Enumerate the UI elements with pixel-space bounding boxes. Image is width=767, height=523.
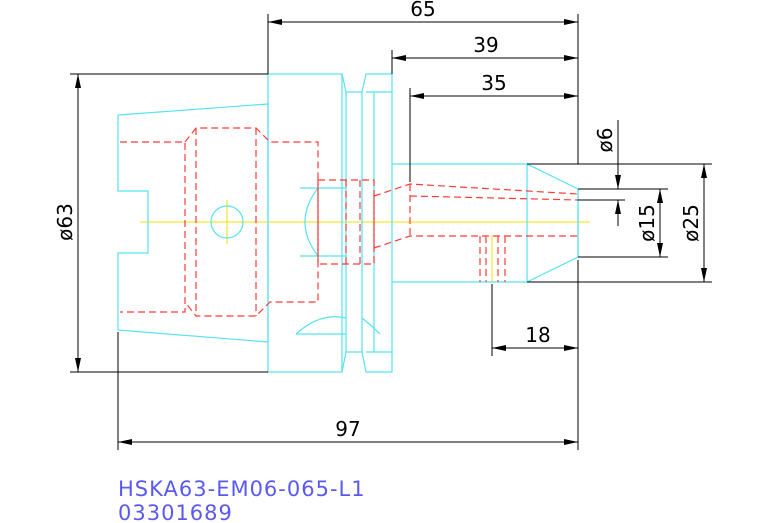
dimension-18-label: 18 <box>525 323 550 347</box>
dimension-39-label: 39 <box>473 33 498 57</box>
dimension-dia-63: ø63 <box>53 73 268 373</box>
dimension-dia-6-label: ø6 <box>593 128 617 153</box>
center-lines <box>140 200 590 282</box>
dimension-65-label: 65 <box>410 0 435 21</box>
hsk-shank-outline <box>117 103 269 343</box>
part-code-label: 03301689 <box>118 501 233 523</box>
dimension-97: 97 <box>117 260 579 450</box>
internal-hidden-lines <box>120 127 579 317</box>
part-number-label: HSKA63-EM06-065-L1 <box>118 477 366 501</box>
dimension-65: 65 <box>267 0 579 164</box>
dimension-18: 18 <box>491 284 578 356</box>
dimension-dia-6: ø6 <box>578 120 625 226</box>
dimension-35: 35 <box>409 71 578 182</box>
dimension-dia-25-label: ø25 <box>679 204 703 242</box>
dimension-dia-15: ø15 <box>578 188 668 258</box>
dimension-39: 39 <box>391 33 578 74</box>
flange-outline <box>267 73 393 373</box>
dimension-dia-15-label: ø15 <box>635 204 659 242</box>
dimension-dia-25: ø25 <box>527 163 712 283</box>
dimension-97-label: 97 <box>335 417 360 441</box>
dimension-dia-63-label: ø63 <box>53 203 77 241</box>
dimension-35-label: 35 <box>481 71 506 95</box>
